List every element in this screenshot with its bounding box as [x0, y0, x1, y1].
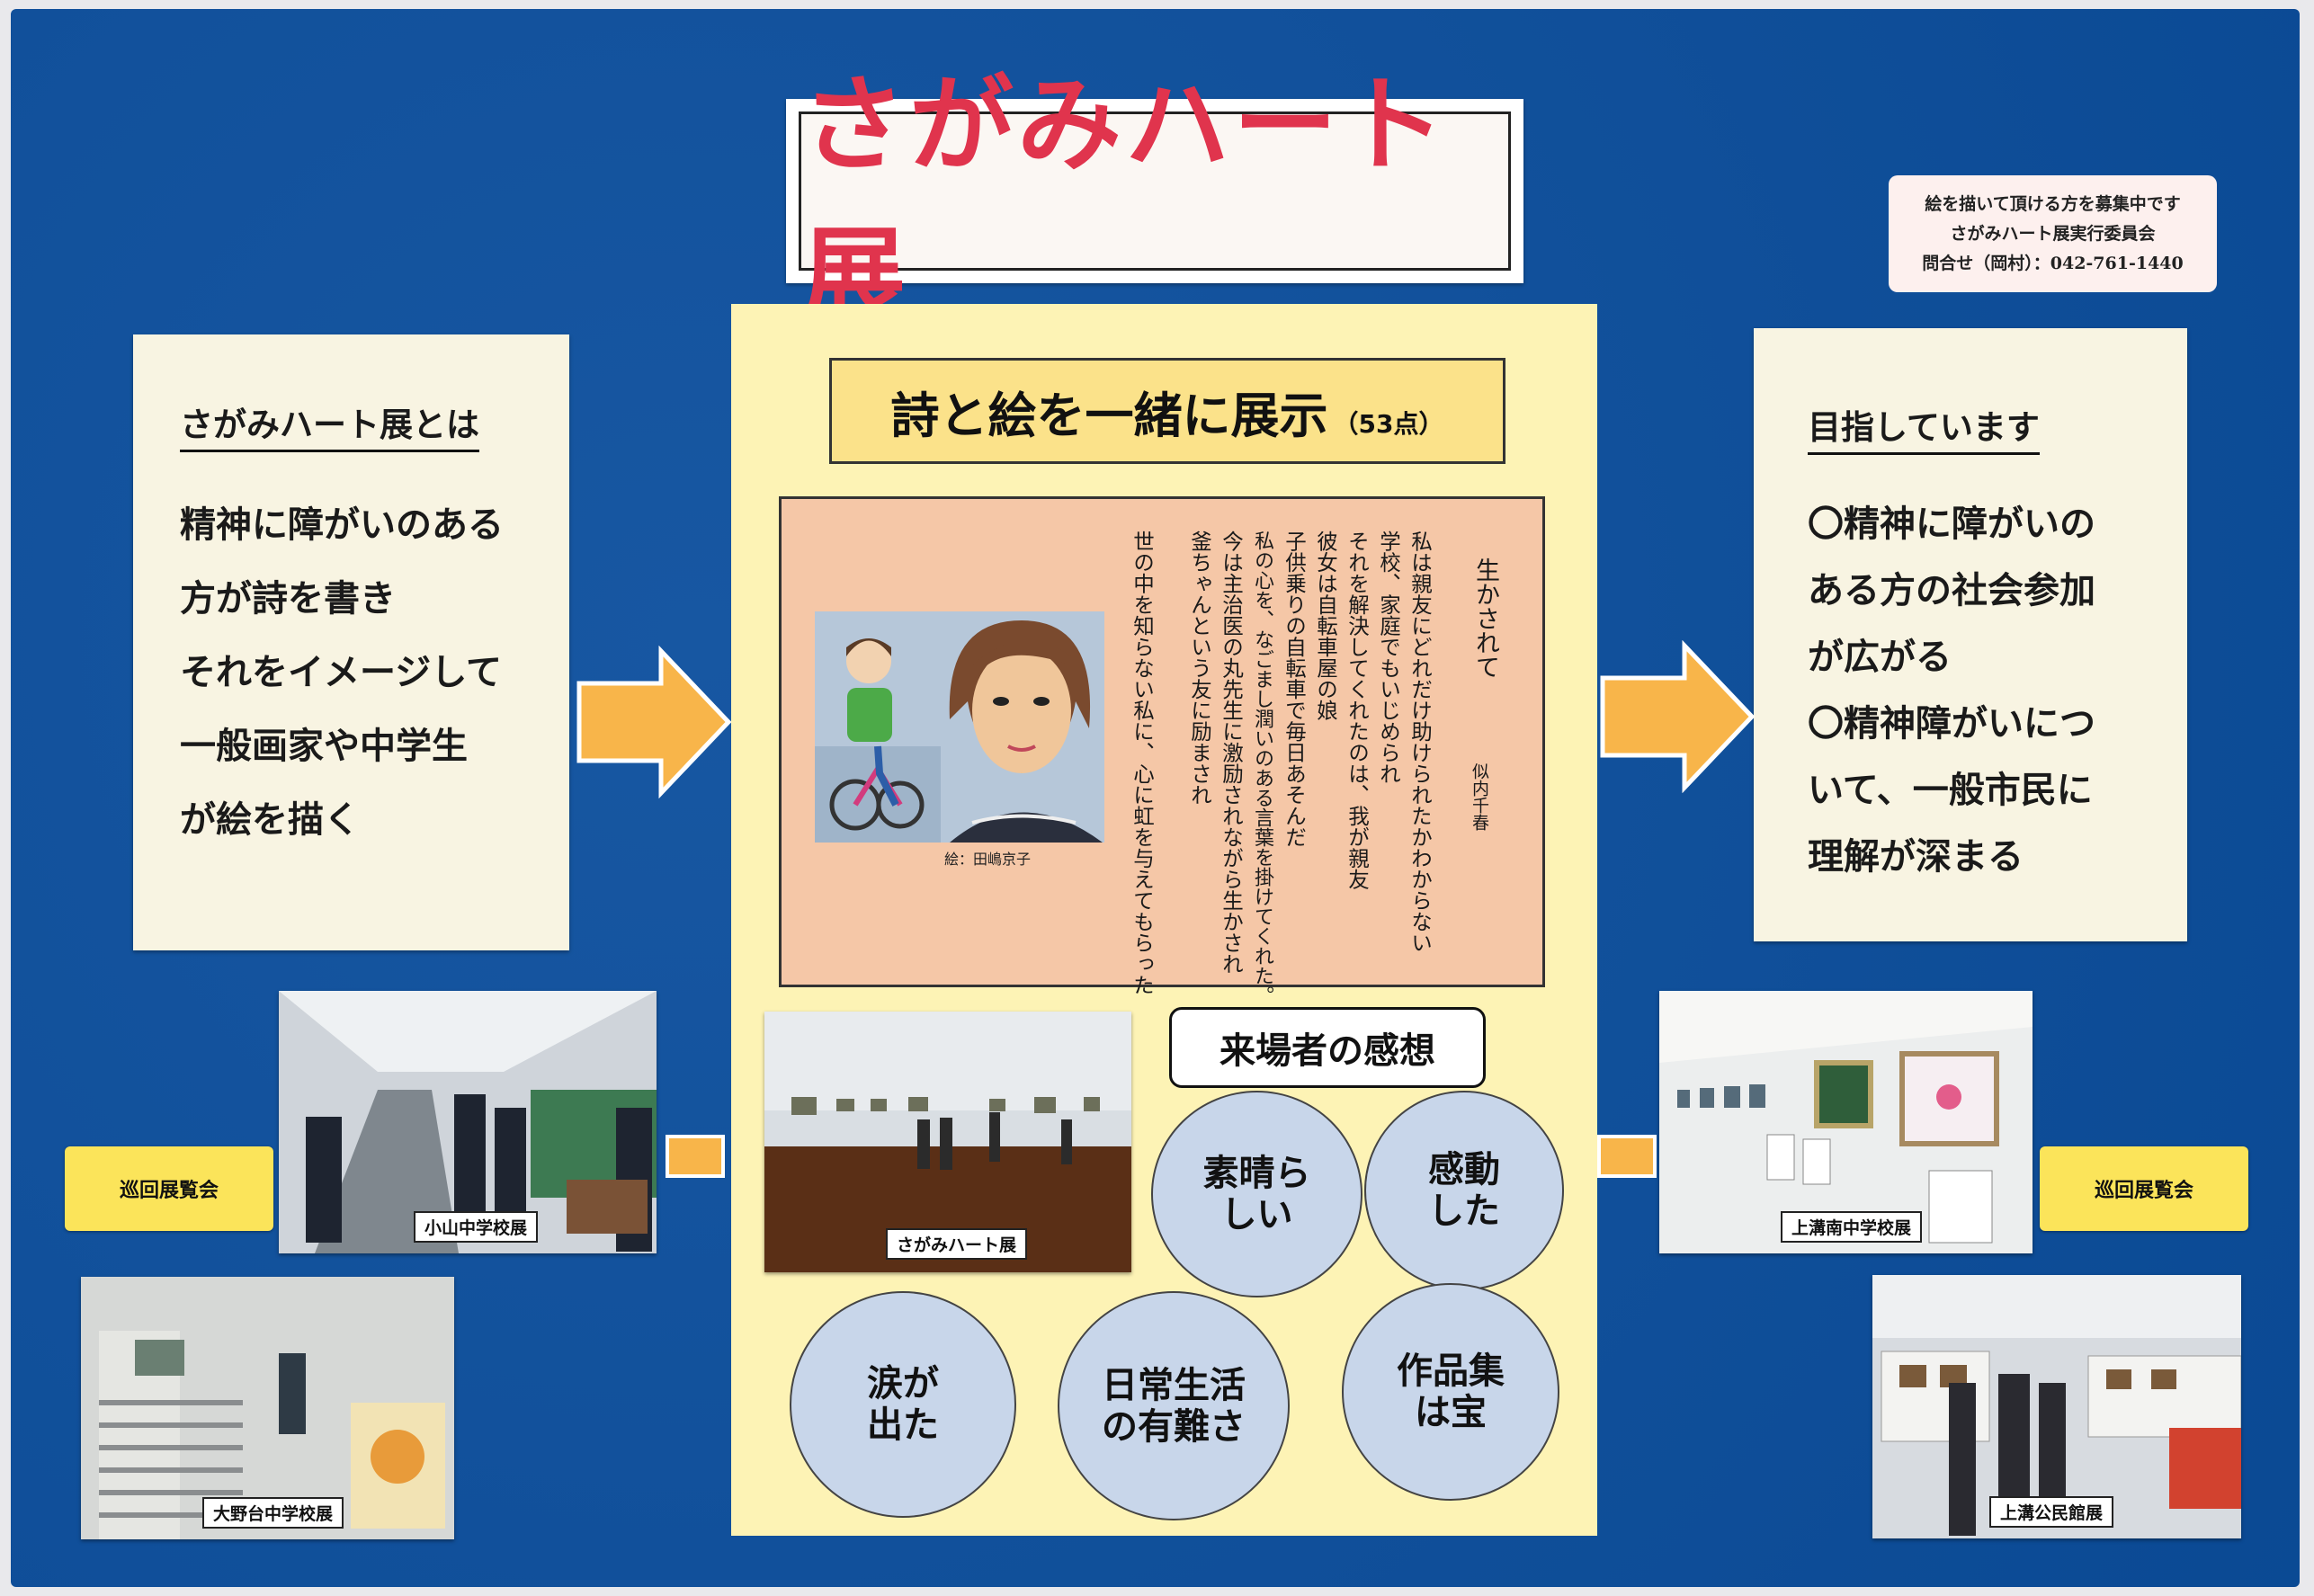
goals-card: 目指しています 〇精神に障がいの ある方の社会参加 が広がる 〇精神障がいにつ … [1754, 328, 2187, 941]
poem-line: 学校、家庭でもいじめられ [1376, 531, 1401, 784]
community-hall-illustration [1872, 1275, 2241, 1538]
bubble-line: 出た [867, 1404, 939, 1446]
photo-koyama-school: 小山中学校展 [279, 991, 657, 1253]
photo-oonodai-school: 大野台中学校展 [81, 1277, 454, 1539]
impression-bubble: 素晴らしい [1151, 1091, 1362, 1297]
bubble-line: 涙が [867, 1363, 939, 1404]
about-card: さがみハート展とは 精神に障がいのある 方が詩を書き それをイメージして 一般画… [133, 334, 569, 950]
tour-tag-right: 巡回展覧会 [2040, 1146, 2248, 1231]
bubble-line: した [1428, 1190, 1500, 1232]
connector-left [666, 1135, 725, 1178]
poem-line: 世の中を知らない私に、心に虹を与えてもらった [1130, 531, 1155, 995]
poem-line: 私は親友にどれだけ助けられたかわからない [1407, 531, 1433, 953]
poem-title: 生かされて [1471, 557, 1499, 679]
title-frame: さがみハート展 [799, 64, 1511, 337]
right-arrow-icon [576, 646, 732, 798]
about-body: 精神に障がいのある 方が詩を書き それをイメージして 一般画家や中学生 が絵を描… [180, 488, 569, 857]
impressions-heading: 来場者の感想 [1169, 1007, 1486, 1088]
exhibit-heading-box: 詩と絵を一緒に展示（53点） [829, 358, 1505, 464]
photo-caption: 上溝公民館展 [1989, 1496, 2114, 1528]
poem-line: 子供乗りの自転車で毎日あそんだ [1282, 531, 1307, 848]
goals-body: 〇精神に障がいの ある方の社会参加 が広がる 〇精神障がいにつ いて、一般市民に… [1808, 491, 2187, 890]
artwork-illustration [815, 611, 1104, 843]
recruit-line-1: 絵を描いて頂ける方を募集中です [1925, 193, 2181, 214]
recruit-line-3: 問合せ（岡村）：042-761-1440 [1922, 253, 2184, 273]
exhibit-heading: 詩と絵を一緒に展示（53点） [891, 376, 1444, 447]
gallery-photo-illustration [764, 1012, 1131, 1272]
bubble-line: は宝 [1415, 1392, 1487, 1433]
about-line: 一般画家や中学生 [180, 726, 468, 767]
title-banner: さがみハート展 [786, 64, 1523, 337]
recruit-line-2: さがみハート展実行委員会 [1950, 223, 2156, 244]
goals-line: ある方の社会参加 [1808, 570, 2095, 611]
poem-author: 似内千春 [1470, 762, 1489, 831]
goals-line: 〇精神障がいにつ [1808, 703, 2095, 745]
photo-caption: 上溝南中学校展 [1781, 1211, 1923, 1243]
poem-line: 私の心を、なごまし潤いのある言葉を掛けてくれた。 [1251, 531, 1273, 1005]
artwork-image [815, 611, 1104, 843]
page-title: さがみハート展 [801, 63, 1449, 337]
impression-bubble: 感動した [1364, 1091, 1564, 1290]
photo-kamimizo-kominkan: 上溝公民館展 [1872, 1275, 2241, 1538]
photo-caption: さがみハート展 [886, 1228, 1028, 1260]
art-credit: 絵：田嶋京子 [944, 851, 1032, 868]
about-line: それをイメージして [180, 652, 502, 693]
bubble-line: の有難さ [1102, 1405, 1246, 1448]
about-heading: さがみハート展とは [180, 397, 479, 452]
impression-bubble: 作品集は宝 [1342, 1283, 1559, 1501]
photo-caption: 小山中学校展 [414, 1211, 539, 1243]
about-line: 精神に障がいのある [180, 504, 504, 546]
bubble-line: 日常生活 [1102, 1364, 1246, 1406]
poem-line: 釜ちゃんという友に励まされ [1187, 531, 1212, 806]
photo-sagami-exhibition: さがみハート展 [764, 1012, 1131, 1272]
hall-illustration [1659, 991, 2033, 1253]
impression-bubble: 日常生活の有難さ [1058, 1291, 1290, 1520]
poem-line: 彼女は自転車屋の娘 [1313, 531, 1338, 721]
tour-tag-left: 巡回展覧会 [65, 1146, 273, 1231]
photo-caption: 大野台中学校展 [202, 1497, 344, 1529]
right-arrow-icon [1600, 640, 1756, 793]
goals-heading: 目指しています [1808, 400, 2040, 455]
goals-line: 理解が深まる [1808, 836, 2024, 878]
photo-kamimizo-minami-school: 上溝南中学校展 [1659, 991, 2033, 1253]
bubble-line: 作品集 [1397, 1351, 1505, 1392]
poem-line: それを解決してくれたのは、我が親友 [1345, 531, 1370, 890]
bubble-line: 感動 [1428, 1149, 1500, 1190]
bubble-line: 素晴ら [1202, 1153, 1311, 1194]
exhibit-heading-text: 詩と絵を一緒に展示 [890, 387, 1328, 444]
about-line: が絵を描く [180, 799, 360, 841]
stairwell-illustration [81, 1277, 454, 1539]
impression-bubble: 涙が出た [790, 1291, 1016, 1518]
goals-line: 〇精神に障がいの [1808, 504, 2095, 545]
about-line: 方が詩を書き [180, 578, 396, 620]
exhibit-count: （53点） [1333, 408, 1444, 439]
poem-line: 今は主治医の丸先生に激励されながら生かされ [1219, 531, 1244, 975]
connector-right [1597, 1135, 1657, 1178]
recruit-notice: 絵を描いて頂ける方を募集中です さがみハート展実行委員会 問合せ（岡村）：042… [1889, 175, 2217, 292]
goals-line: が広がる [1808, 637, 1952, 678]
bubble-line: しい [1220, 1194, 1293, 1235]
goals-line: いて、一般市民に [1808, 770, 2093, 811]
